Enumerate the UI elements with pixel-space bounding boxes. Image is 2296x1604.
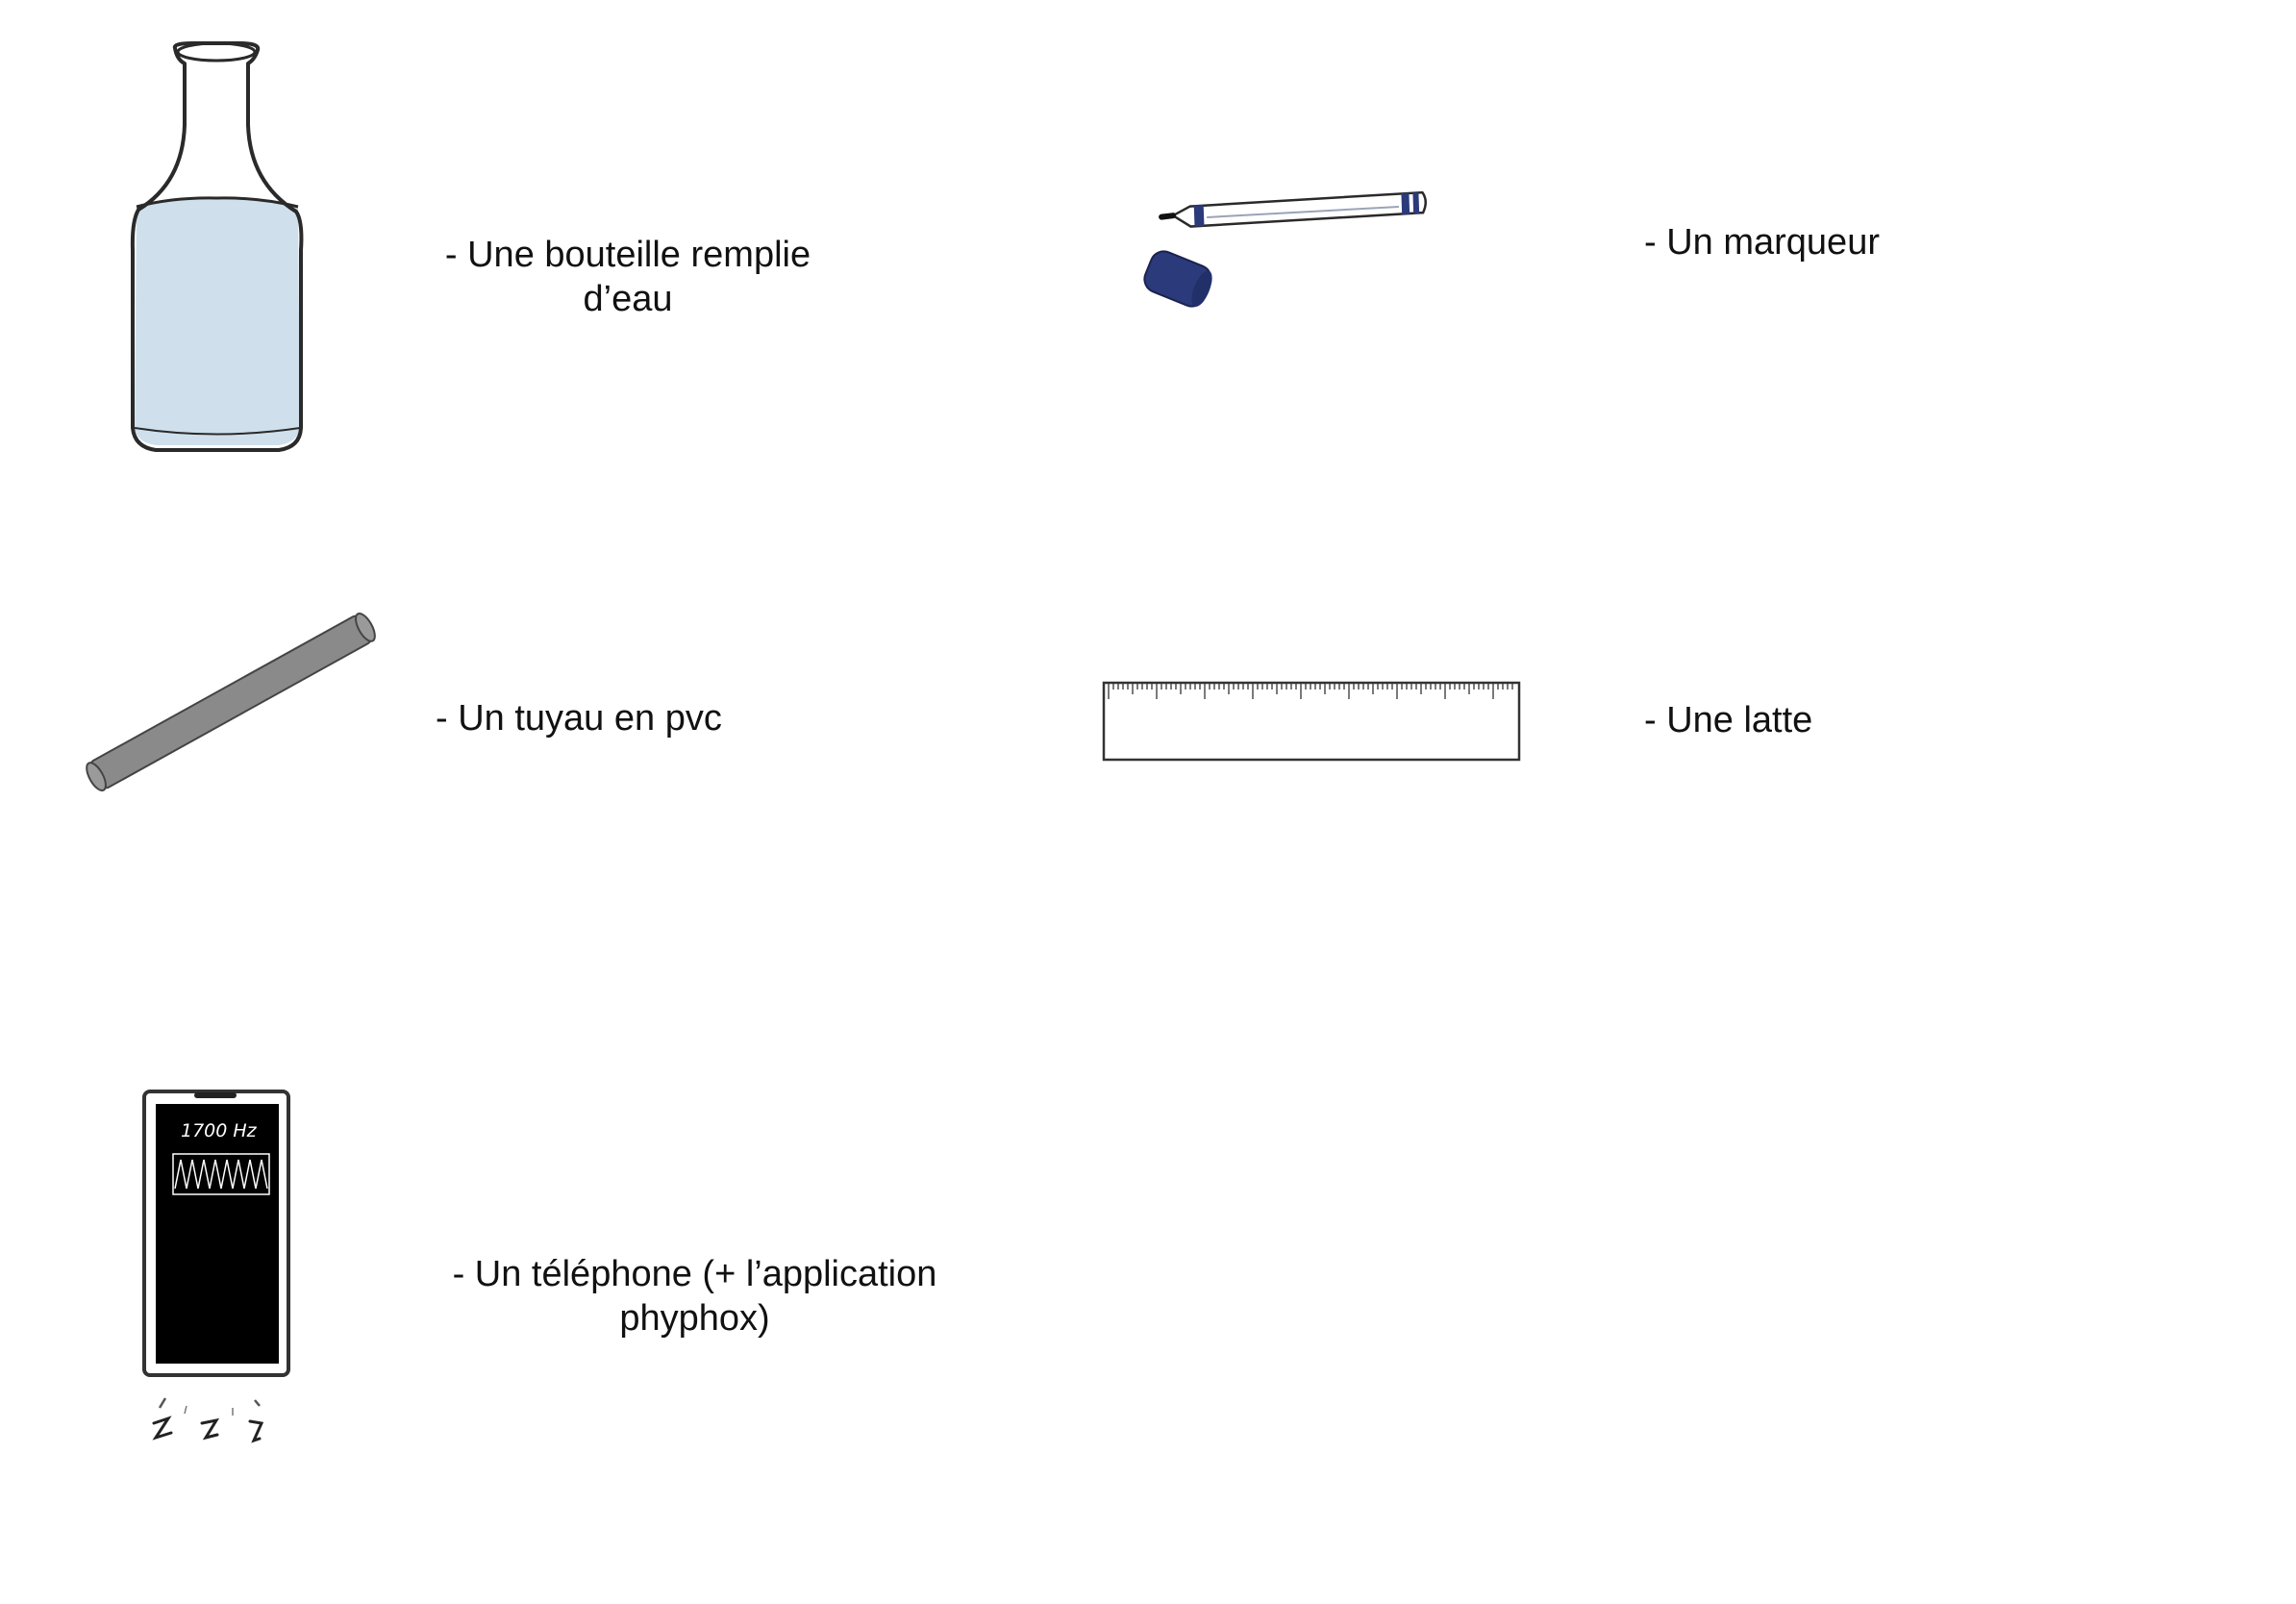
tube-icon	[86, 606, 376, 798]
tube-label: - Un tuyau en pvc	[436, 698, 722, 739]
phone-icon: 1700 Hz	[125, 1077, 317, 1452]
marker-icon	[1135, 183, 1442, 327]
phone-label-line2: phyphox)	[619, 1298, 770, 1339]
ruler-icon	[1101, 673, 1524, 764]
bottle-icon	[115, 38, 317, 462]
bottle-label: - Une bouteille remplie d’eau	[431, 233, 825, 321]
marker-label: - Un marqueur	[1644, 222, 1880, 263]
phone-screen-text: 1700 Hz	[181, 1120, 258, 1141]
bottle-label-line1: - Une bouteille remplie	[444, 235, 811, 275]
phone-label-line1: - Un téléphone (+ l’application	[452, 1254, 937, 1294]
ruler-label: - Une latte	[1644, 700, 1813, 740]
bottle-label-line2: d’eau	[583, 279, 673, 319]
phone-label: - Un téléphone (+ l’application phyphox)	[433, 1252, 957, 1341]
